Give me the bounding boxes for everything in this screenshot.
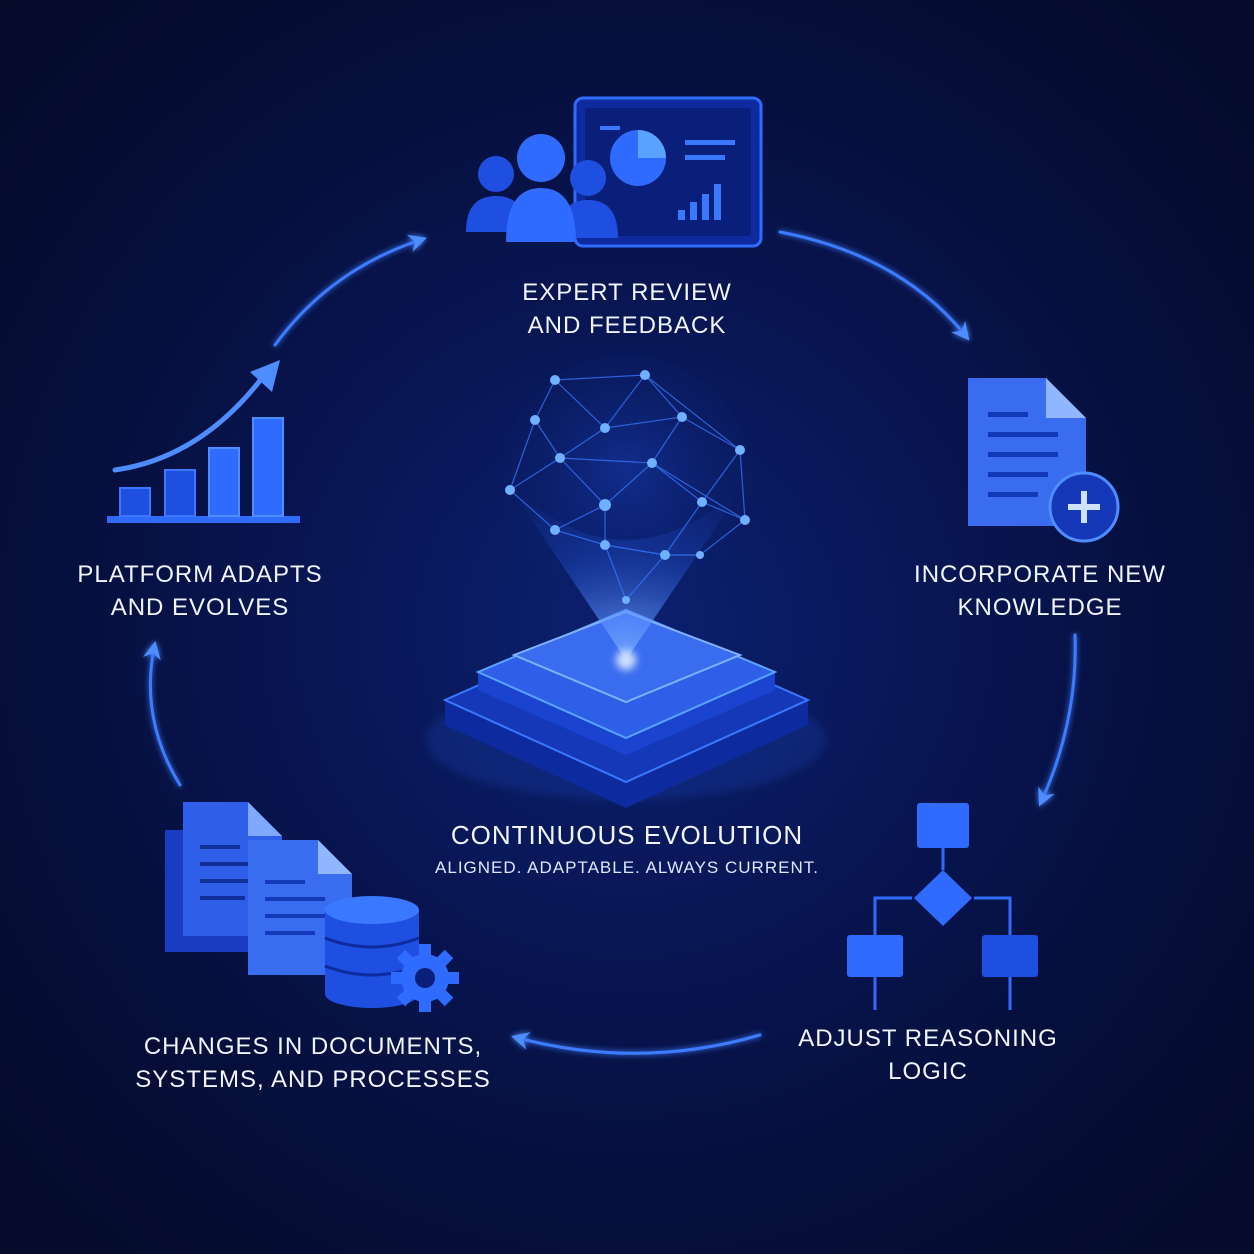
step-label-adjust-reasoning: ADJUST REASONING LOGIC (798, 1025, 1058, 1085)
arrow-bottom (511, 1032, 762, 1055)
center-subtitle: ALIGNED. ADAPTABLE. ALWAYS CURRENT. (435, 858, 819, 877)
network-nodes (505, 370, 750, 604)
arrow-left (143, 640, 182, 787)
arrow-right (1038, 633, 1077, 807)
step-label-changes: CHANGES IN DOCUMENTS, SYSTEMS, AND PROCE… (135, 1033, 491, 1093)
step-label-expert-review: EXPERT REVIEW AND FEEDBACK (522, 279, 732, 339)
arrow-top-left (273, 234, 427, 347)
step-label-platform-adapts: PLATFORM ADAPTS AND EVOLVES (77, 561, 323, 621)
gear-icon (391, 944, 459, 1012)
center-title: CONTINUOUS EVOLUTION (450, 820, 804, 850)
arrow-top-right (778, 230, 970, 341)
step-label-incorporate-knowledge: INCORPORATE NEW KNOWLEDGE (914, 561, 1166, 621)
